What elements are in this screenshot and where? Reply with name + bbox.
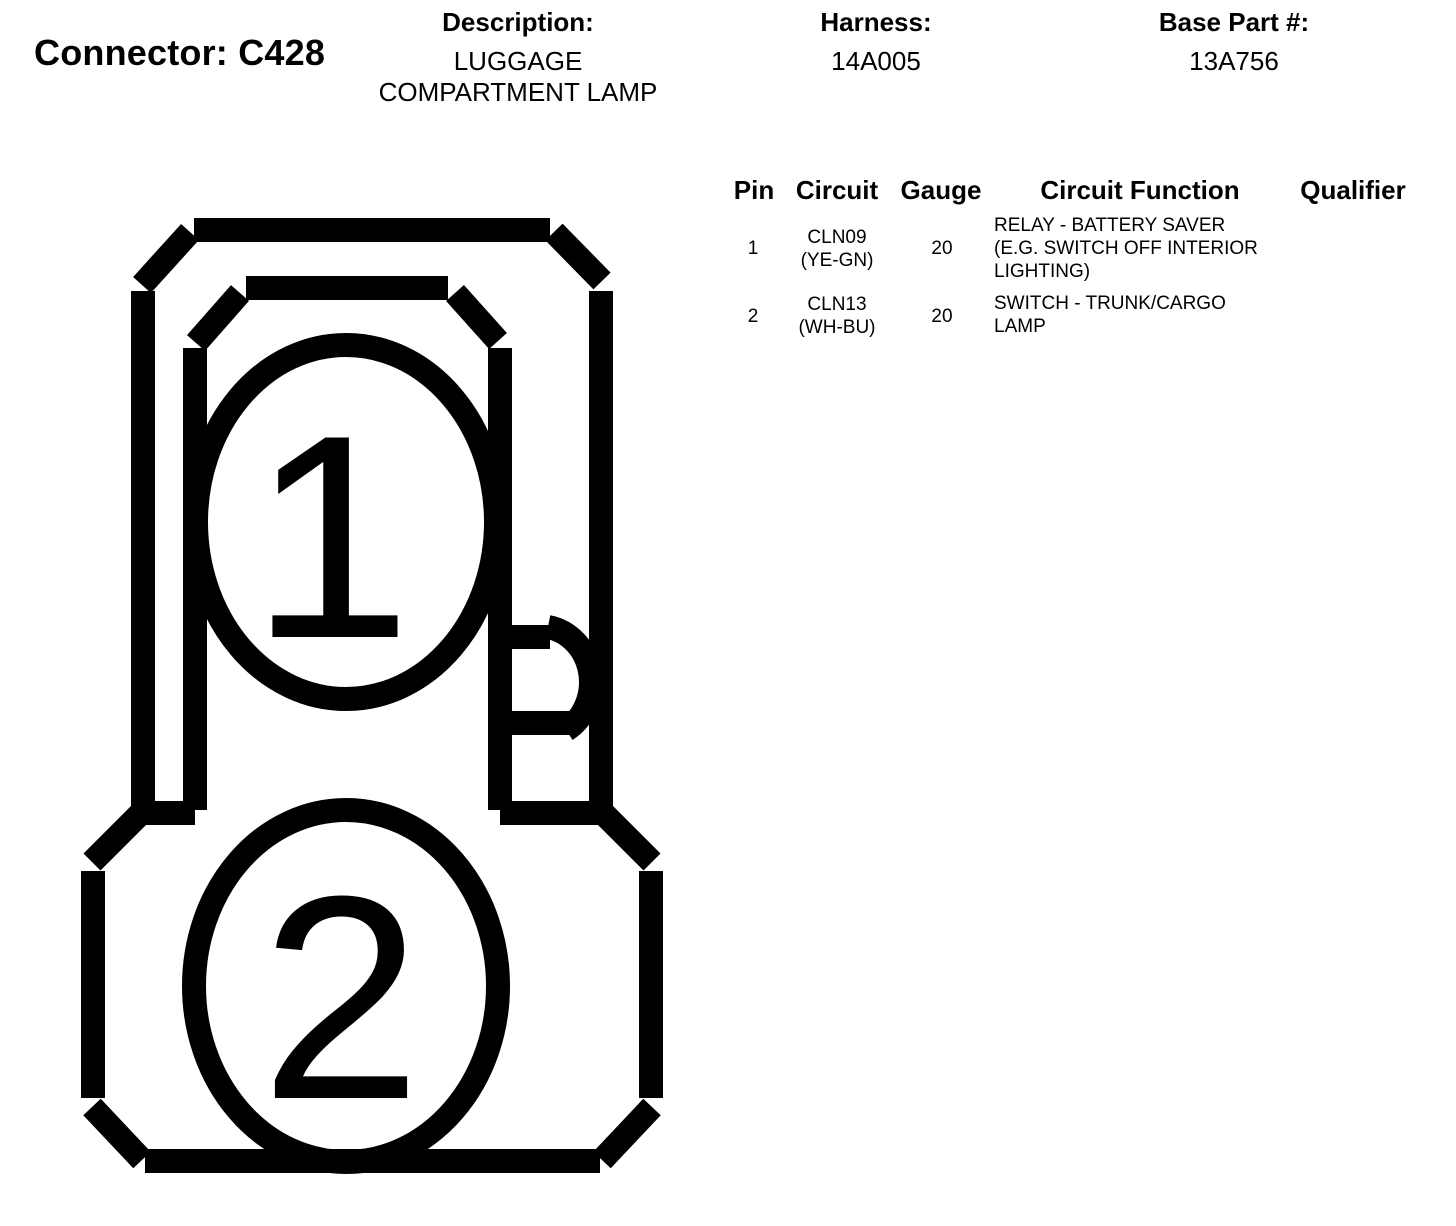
harness-label: Harness:	[820, 7, 932, 37]
row-function-line-1: RELAY - BATTERY SAVER	[994, 215, 1226, 236]
row-circuit-id: CLN13	[807, 294, 867, 315]
description-block: Description: LUGGAGE COMPARTMENT LAMP	[348, 7, 688, 108]
base-part-label: Base Part #:	[1158, 7, 1310, 37]
row-pin: 2	[747, 306, 759, 327]
row-circuit-color: (YE-GN)	[800, 250, 874, 271]
row-circuit-color: (WH-BU)	[798, 317, 876, 338]
harness-block: Harness: 14A005	[776, 7, 976, 77]
row-gauge: 20	[931, 306, 953, 327]
pin-number-2: 2	[260, 836, 421, 1160]
row-function-line-3: LIGHTING)	[994, 261, 1091, 282]
pin-cavity-1	[184, 333, 508, 711]
row-function-line-2: (E.G. SWITCH OFF INTERIOR	[994, 238, 1258, 259]
header-circuit-function: Circuit Function	[1040, 175, 1240, 205]
row-function-line-1: SWITCH - TRUNK/CARGO	[994, 293, 1226, 314]
row-circuit-id: CLN09	[807, 227, 867, 248]
base-part-block: Base Part #: 13A756	[1114, 7, 1354, 77]
row-gauge: 20	[931, 238, 953, 259]
header-pin: Pin	[733, 175, 775, 205]
row-function-line-2: LAMP	[994, 316, 1046, 337]
description-line-2: COMPARTMENT LAMP	[378, 77, 658, 107]
pin-number-1: 1	[250, 375, 411, 699]
header-qualifier: Qualifier	[1300, 175, 1406, 205]
harness-value: 14A005	[831, 46, 921, 76]
connector-face-diagram: 1 2	[81, 218, 663, 1174]
connector-housing-outline	[81, 218, 663, 1173]
description-label: Description:	[442, 7, 594, 37]
header-circuit: Circuit	[795, 175, 879, 205]
description-line-1: LUGGAGE	[453, 46, 583, 76]
header-gauge: Gauge	[900, 175, 982, 205]
row-pin: 1	[747, 238, 759, 259]
base-part-value: 13A756	[1189, 46, 1279, 76]
pin-cavity-2	[182, 798, 510, 1174]
connector-title: Connector: C428	[34, 32, 326, 73]
